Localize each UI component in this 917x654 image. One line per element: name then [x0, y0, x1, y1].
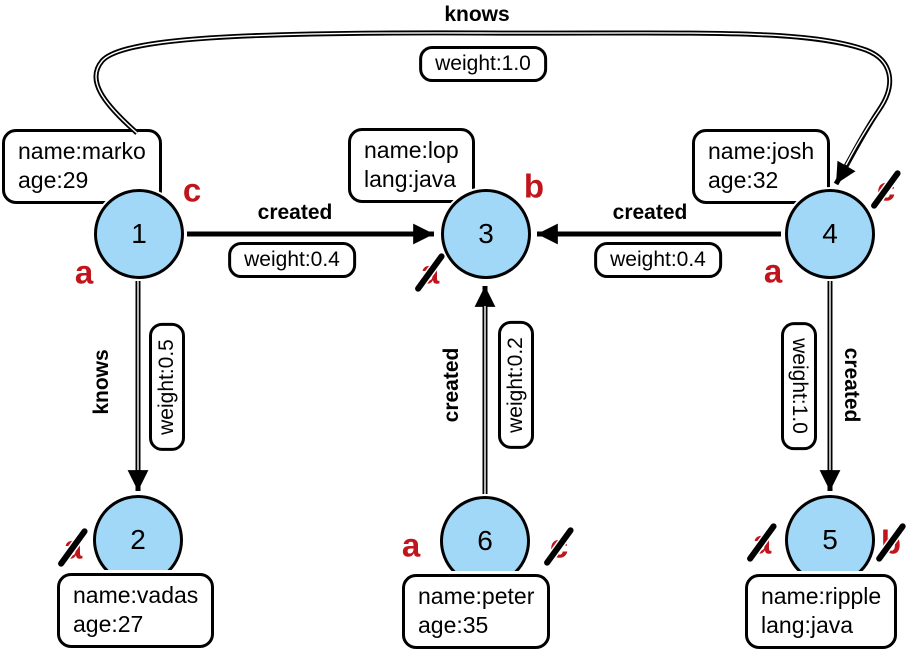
vertex-2-id: 2	[130, 524, 146, 555]
traversal-mark-a-vertex-6: a	[401, 526, 421, 564]
property-line: name:ripple	[761, 583, 882, 609]
vertex-5-properties: name:ripple lang:java	[745, 574, 898, 649]
edge-1-3-label: created	[257, 201, 333, 224]
property-line: name:vadas	[73, 582, 199, 608]
traversal-mark-c-vertex-6-struck: c	[549, 527, 569, 565]
property-line: lang:java	[761, 612, 854, 639]
traversal-mark-b-vertex-5-struck: b	[880, 523, 902, 561]
property-line: name:marko	[18, 138, 146, 164]
edge-1-2-label: knows	[90, 349, 113, 415]
edge-6-3-label: created	[440, 347, 463, 423]
property-line: age:27	[73, 611, 144, 638]
edge-1-2-weight: weight:0.5	[149, 323, 185, 451]
vertex-1-id: 1	[131, 218, 147, 249]
edge-1-4-weight: weight:1.0	[419, 46, 547, 82]
edge-1-4-label: knows	[444, 3, 510, 26]
vertex-3-properties: name:lop lang:java	[348, 128, 475, 203]
vertex-6-properties: name:peter age:35	[402, 574, 551, 649]
property-line: age:35	[418, 612, 489, 639]
vertex-4-properties: name:josh age:32	[692, 129, 831, 204]
vertex-5-circle: 5	[785, 495, 875, 585]
vertex-1-circle: 1	[94, 189, 184, 279]
property-line: age:32	[708, 167, 779, 194]
edge-1-4-arc-core	[95, 32, 891, 166]
traversal-mark-a-vertex-4: a	[763, 252, 783, 290]
traversal-mark-c-vertex-1: c	[182, 171, 202, 209]
vertex-3-id: 3	[478, 218, 494, 249]
property-line: name:lop	[364, 137, 459, 163]
edge-6-3-weight: weight:0.2	[498, 321, 534, 449]
vertex-6-id: 6	[477, 525, 493, 556]
property-line: name:peter	[418, 583, 535, 609]
vertex-3-circle: 3	[441, 189, 531, 279]
edge-4-3-label: created	[612, 201, 688, 224]
traversal-mark-a-vertex-2-struck: a	[63, 528, 83, 566]
edge-4-3-weight: weight:0.4	[594, 242, 722, 278]
traversal-mark-a-vertex-3-struck: a	[420, 253, 440, 291]
traversal-mark-a-vertex-1: a	[74, 253, 94, 291]
property-line: lang:java	[364, 166, 457, 193]
traversal-mark-c-vertex-4-struck: c	[876, 170, 896, 208]
edge-4-5-weight: weight:1.0	[781, 322, 817, 450]
vertex-4-circle: 4	[785, 189, 875, 279]
vertex-5-id: 5	[822, 524, 838, 555]
edge-1-3-weight: weight:0.4	[228, 242, 356, 278]
vertex-2-circle: 2	[93, 495, 183, 585]
vertex-2-properties: name:vadas age:27	[57, 573, 215, 648]
vertex-4-id: 4	[822, 218, 838, 249]
vertex-6-circle: 6	[440, 496, 530, 586]
edge-4-5-label: created	[840, 347, 863, 423]
traversal-mark-b-vertex-3: b	[523, 167, 545, 205]
property-line: age:29	[18, 167, 89, 194]
property-line: name:josh	[708, 138, 815, 164]
traversal-mark-a-vertex-5-struck: a	[752, 523, 772, 561]
